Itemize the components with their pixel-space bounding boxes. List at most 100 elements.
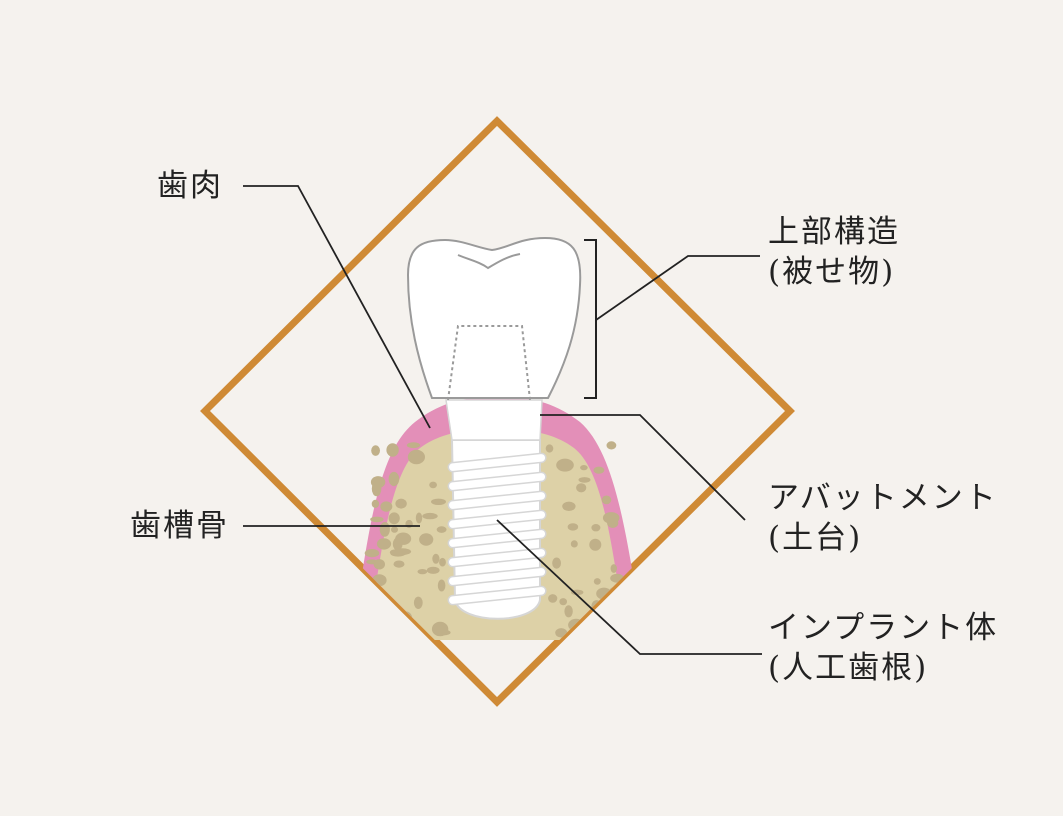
- bone-spot: [555, 628, 568, 638]
- bone-spot: [385, 651, 399, 661]
- fixture-thread: [447, 471, 547, 492]
- label-abutment-subtitle: (土台): [768, 520, 863, 556]
- bone-spot: [589, 538, 602, 551]
- label-gum-text: 歯肉: [157, 168, 223, 204]
- bone-spot: [407, 449, 425, 465]
- bone-spot: [388, 512, 400, 525]
- fixture-thread: [447, 585, 547, 606]
- fixture-thread: [447, 566, 547, 587]
- bone-spot: [371, 499, 380, 508]
- implant-fixture: [447, 439, 547, 620]
- bone-spot: [429, 481, 437, 489]
- bone-spot: [436, 526, 447, 533]
- bone-spot: [392, 537, 403, 551]
- diamond-frame: [200, 116, 795, 707]
- label-fixture-subtitle: (人工歯根): [768, 650, 929, 686]
- bone-spot: [431, 498, 446, 505]
- bone-spot: [387, 660, 397, 675]
- bone-spot: [380, 501, 393, 512]
- bone-spot: [393, 560, 405, 568]
- label-gum: 歯肉: [157, 166, 223, 206]
- bone-spot: [395, 655, 410, 666]
- bone-spot: [395, 498, 407, 509]
- bone-spot: [559, 598, 567, 606]
- leader-abutment: [540, 414, 746, 521]
- label-crown: 上部構造 (被せ物): [768, 212, 900, 292]
- bone-spot: [408, 630, 422, 642]
- bone-spot: [556, 458, 574, 472]
- label-implant-fixture: インプラント体 (人工歯根): [768, 608, 998, 688]
- leader-fixture: [496, 519, 762, 655]
- bone-spot: [406, 442, 421, 449]
- fixture-thread: [447, 490, 547, 511]
- bone-spot: [439, 557, 446, 567]
- bone-spot: [374, 630, 392, 638]
- bone-spot: [370, 516, 384, 523]
- label-crown-title: 上部構造: [768, 214, 900, 250]
- bone-spot: [379, 522, 390, 537]
- bone-spot: [417, 569, 428, 575]
- bone-spot: [564, 657, 577, 672]
- bone-spot: [545, 444, 554, 453]
- bone-spot: [610, 652, 619, 658]
- bone-spot: [601, 495, 612, 505]
- bone-spot: [428, 666, 437, 679]
- bone-spot: [611, 656, 621, 663]
- bone-spot: [373, 559, 385, 570]
- bone-spot: [432, 553, 440, 564]
- bone-spot: [364, 549, 380, 558]
- bone-spot: [388, 675, 401, 690]
- bone-spot: [431, 621, 449, 637]
- bone-spot: [562, 501, 576, 511]
- label-fixture-title: インプラント体: [768, 610, 999, 646]
- bone-spot: [567, 523, 579, 531]
- bone-spot: [570, 540, 578, 548]
- fixture-threads: [447, 452, 547, 606]
- bone-spot: [387, 653, 395, 660]
- bone-spot: [590, 665, 601, 680]
- leader-gum: [243, 185, 431, 429]
- label-bone-text: 歯槽骨: [130, 508, 229, 544]
- label-abutment: アバットメント (土台): [768, 478, 998, 558]
- bone-spot: [413, 596, 423, 609]
- abutment: [445, 399, 543, 441]
- bone-spot: [405, 626, 416, 635]
- bone-spot: [419, 533, 434, 546]
- bone-spot: [437, 579, 446, 592]
- bone-spot: [602, 512, 620, 524]
- bone-spot: [564, 605, 573, 618]
- bone-spot: [598, 645, 614, 658]
- bone-spot: [593, 466, 605, 474]
- bone-spot: [556, 660, 568, 674]
- bone-spot: [386, 443, 399, 457]
- bone-spot: [389, 549, 401, 556]
- leader-crown: [595, 255, 760, 321]
- leader-lines: [243, 185, 762, 655]
- fixture-thread: [447, 547, 547, 568]
- bone-spot: [548, 594, 558, 603]
- fixture-thread: [447, 452, 547, 473]
- bone-spot: [371, 481, 382, 497]
- crown-groove: [457, 253, 521, 270]
- bone-spot: [368, 620, 380, 633]
- bone-spot: [415, 512, 423, 524]
- bone-spot: [426, 566, 440, 574]
- bone-spot: [576, 483, 587, 493]
- bone-spot: [593, 578, 601, 585]
- bone-spot: [370, 627, 382, 640]
- label-crown-subtitle: (被せ物): [768, 254, 896, 290]
- bone-spot: [409, 677, 421, 686]
- fixture-thread: [447, 528, 547, 549]
- bone-spot: [395, 631, 412, 640]
- bone-spot: [576, 677, 593, 691]
- bone-spot: [376, 538, 392, 550]
- bone-spot: [571, 589, 584, 596]
- bone-spot: [606, 441, 617, 450]
- bone-spot: [591, 613, 598, 623]
- bone-spot: [553, 651, 567, 656]
- bone-spot: [591, 524, 601, 532]
- bone-spot: [371, 445, 380, 456]
- bone-spot: [578, 477, 591, 483]
